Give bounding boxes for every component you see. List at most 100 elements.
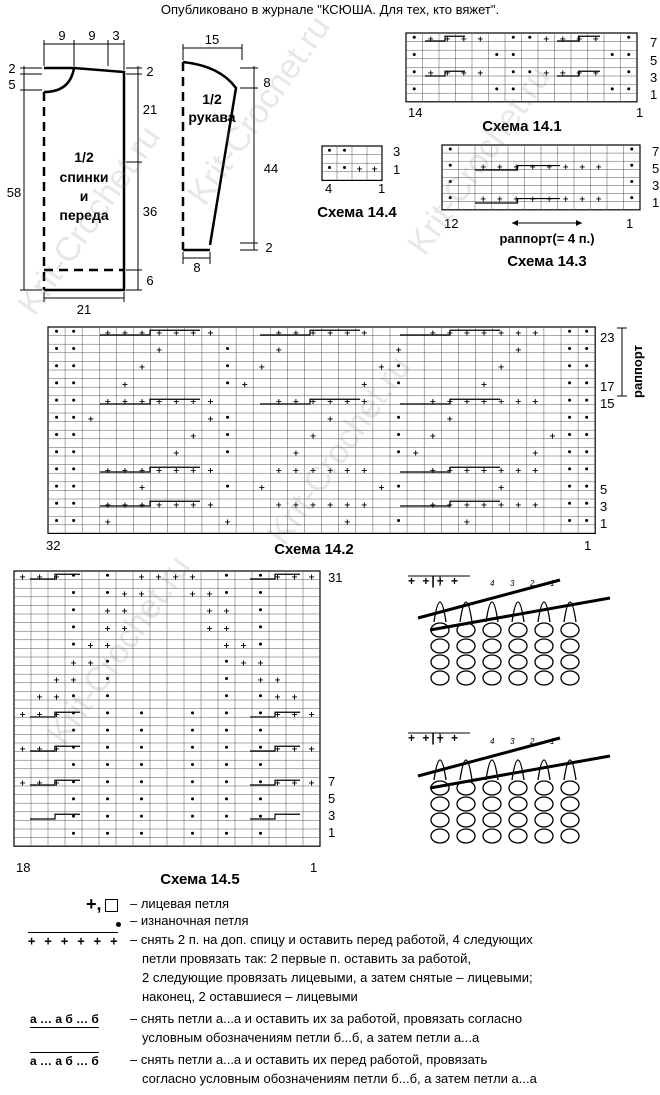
dim-right-3: 36: [143, 204, 157, 219]
dim-left-2: 5: [8, 77, 15, 92]
knit-cross-plus: +: [172, 571, 179, 581]
knit-cross-plus: +: [576, 33, 583, 43]
knit-cross-plus: +: [543, 68, 550, 78]
knit-cross-plus: +: [139, 327, 146, 337]
knit-cross-plus: +: [257, 675, 264, 685]
purl-dot: [72, 450, 76, 454]
purl-dot: [585, 433, 589, 436]
purl-dot: [511, 87, 515, 91]
knit-cross-plus: +: [530, 195, 536, 204]
knit-cross-plus: +: [189, 571, 196, 581]
s142-row-1: 1: [600, 516, 607, 531]
knit-cross-plus: +: [53, 743, 60, 753]
knit-cross-plus: +: [274, 675, 281, 685]
legend-cable-line-3: 2 следующие провязать лицевыми, а затем …: [142, 970, 533, 985]
knit-cross-plus: +: [481, 379, 488, 389]
purl-dot: [72, 694, 75, 698]
knit-cross-plus: +: [274, 709, 281, 719]
knit-cross-plus: +: [206, 623, 213, 633]
knit-cross-plus: +: [576, 68, 583, 78]
knit-cross-plus: +: [532, 499, 539, 509]
legend-knit-symbol: +,: [86, 894, 118, 915]
svg-text:2: 2: [529, 579, 535, 588]
purl-dot: [495, 53, 499, 56]
purl-dot: [140, 831, 143, 835]
purl-dot: [106, 711, 109, 715]
purl-dot: [106, 677, 109, 680]
knit-cross-plus: +: [596, 195, 602, 204]
knit-cross-plus: +: [344, 396, 351, 406]
purl-dot: [55, 398, 59, 402]
s145-row-1: 1: [328, 825, 335, 840]
purl-dot: [259, 591, 262, 594]
knit-cross-plus: +: [240, 640, 247, 650]
purl-dot: [55, 329, 59, 333]
purl-dot: [72, 608, 75, 612]
knit-cross-plus: +: [138, 571, 145, 581]
purl-dot: [72, 642, 75, 646]
purl-dot: [225, 797, 228, 801]
purl-dot: [55, 519, 59, 522]
purl-dot: [225, 711, 228, 715]
purl-dot: [106, 728, 109, 732]
dim-right-1: 2: [146, 64, 153, 79]
knit-cross-plus: +: [515, 465, 522, 475]
knit-cross-plus: +: [515, 327, 522, 337]
knit-cross-plus: +: [427, 33, 434, 43]
knit-cross-plus: +: [395, 345, 402, 355]
knit-cross-plus: +: [446, 413, 453, 423]
chart-14-4: ++: [321, 145, 383, 182]
purl-dot: [140, 745, 143, 749]
purl-dot: [585, 519, 589, 522]
purl-dot: [448, 163, 452, 167]
knit-cross-plus: +: [121, 623, 128, 633]
knit-cross-plus: +: [139, 362, 146, 372]
sleeve-dim-top: 15: [205, 32, 219, 47]
s141-left: 14: [408, 105, 422, 120]
purl-dot: [328, 166, 331, 169]
purl-dot: [72, 780, 75, 784]
purl-dot: [55, 450, 59, 454]
knit-cross-plus: +: [498, 465, 505, 475]
dim-top-2: 9: [88, 28, 95, 43]
knit-cross-plus: +: [444, 68, 451, 78]
legend-cable-symbol: + + + + + +: [28, 932, 119, 948]
knit-cross-plus: +: [104, 465, 111, 475]
legend-cross-front-line-1: – снять петли а...а и оставить их перед …: [130, 1052, 488, 1067]
sleeve-label-2: рукава: [188, 109, 235, 125]
legend-cross-behind-symbol: а … а б … б: [30, 1012, 99, 1028]
body-label-3: и: [80, 188, 89, 204]
knit-cross-plus: +: [592, 33, 599, 43]
purl-dot: [568, 329, 572, 333]
knit-cross-plus: +: [498, 499, 505, 509]
s142-rapport: раппорт: [630, 345, 645, 398]
purl-dot: [191, 814, 194, 818]
purl-dot: [72, 364, 76, 368]
knit-cross-plus: +: [579, 195, 585, 204]
svg-text:+ +|+ +: + +|+ +: [408, 574, 460, 588]
knit-cross-plus: +: [274, 692, 281, 702]
purl-dot: [140, 780, 143, 784]
knit-cross-plus: +: [327, 327, 334, 337]
purl-dot: [106, 763, 109, 766]
purl-dot: [72, 501, 76, 505]
purl-dot: [72, 329, 76, 333]
purl-dot: [397, 450, 401, 454]
knit-cross-plus: +: [464, 396, 471, 406]
purl-dot: [259, 780, 262, 784]
knit-cross-plus: +: [139, 482, 146, 492]
knit-cross-plus: +: [156, 396, 163, 406]
purl-dot: [259, 573, 262, 577]
s143-row-5: 5: [652, 161, 659, 176]
purl-dot: [585, 484, 589, 488]
s141-row-7: 7: [650, 35, 657, 50]
knit-cross-plus: +: [206, 606, 213, 616]
sleeve-label-1: 1/2: [202, 91, 222, 107]
purl-dot: [106, 814, 109, 818]
legend-cross-front-line-2: согласно условным обозначениям петли б..…: [142, 1071, 537, 1086]
knit-cross-plus: +: [481, 499, 488, 509]
knit-cross-plus: +: [53, 675, 60, 685]
knit-cross-plus: +: [156, 499, 163, 509]
knit-cross-plus: +: [19, 743, 26, 753]
knit-cross-plus: +: [173, 327, 180, 337]
